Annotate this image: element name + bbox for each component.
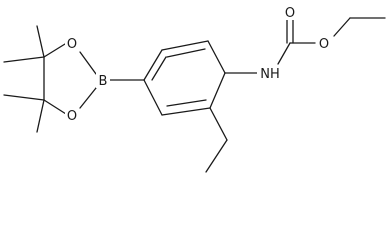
atom-oxygen-boronate-top: O [65,35,79,52]
atom-boron: B [96,72,110,89]
atom-label-nitrogen: NH [260,67,280,82]
atom-nitrogen-amide: NH [257,65,283,82]
bond-methyl-top-up [36,25,45,58]
label-background [96,72,110,88]
bond-oxygen-bottom-carbon [43,99,67,115]
atom-label-boron: B [99,74,108,89]
bond-methyl-bottom-left [3,94,45,101]
bond-ring-c2-c3 [207,40,226,74]
label-background [283,4,297,20]
bond-oxygen-top-carbon [43,43,66,58]
carbamate-group [224,17,386,74]
label-background [65,35,79,51]
bond-ring-c6-c1 [143,49,163,81]
bond-ethyl-2 [205,139,228,173]
bond-ring-c1-c2 [161,40,209,51]
pinacol-boronate [3,25,145,133]
bond-ring-c5-c6 [143,79,163,116]
benzene-ring [143,40,226,116]
atom-oxygen-boronate-bottom: O [65,107,79,124]
bond-ring-c4-c5 [161,107,211,116]
bond-ring-c3-c4 [209,72,226,109]
atom-oxygen-carbonyl: O [283,4,297,21]
bond-ring-c6-c1-inner [151,56,167,81]
atom-label-oxygen-carbonyl: O [285,6,295,21]
bond-ester-oxygen-ch2 [333,17,351,37]
label-background [317,35,331,51]
label-background [65,107,79,123]
bond-ring-c1-c2-inner [166,48,206,58]
bond-methyl-bottom-down [36,99,45,133]
bond-methyl-top-left [3,56,45,63]
atom-labels: O O NH B O O [65,4,331,124]
chemical-structure-diagram: O O NH B O O [3,4,386,173]
atom-label-oxygen-boronate-bottom: O [67,109,77,124]
bond-nitrogen-carbonyl-carbon [277,42,291,65]
bond-boron-oxygen-bottom [79,87,97,109]
ethyl-group [205,107,228,173]
label-background [257,65,283,81]
bond-boron-oxygen-top [79,51,97,75]
bond-ring-c4-c5-inner [166,99,207,107]
atom-label-oxygen-boronate-top: O [67,37,77,52]
atom-label-oxygen-ester: O [319,37,329,52]
atom-oxygen-ester: O [317,35,331,52]
bond-ethyl-1 [209,107,228,141]
